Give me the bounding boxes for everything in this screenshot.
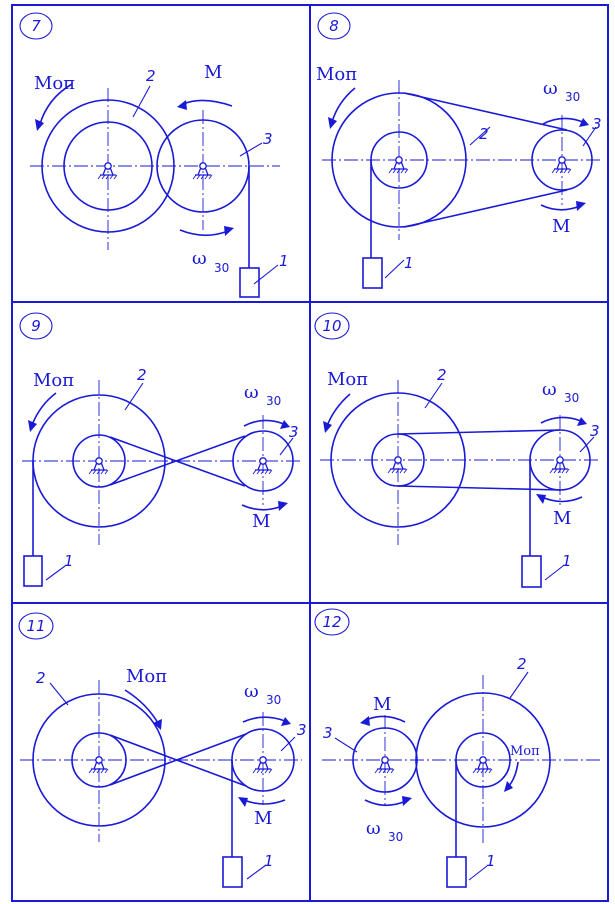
label-2: 2 — [146, 67, 156, 85]
label-1: 1 — [404, 254, 414, 272]
wheel-2-outer — [330, 392, 466, 528]
label-omega-sub: 30 — [266, 693, 281, 707]
bearing-icon — [88, 756, 109, 774]
wheel-2-outer — [41, 99, 175, 233]
label-m: M — [254, 808, 272, 829]
bearing-icon — [387, 456, 408, 474]
panel-number-badge — [314, 312, 350, 340]
belt-top — [397, 429, 561, 435]
load-1 — [521, 555, 542, 588]
label-omega: ω — [366, 818, 381, 839]
label-3: 3 — [297, 721, 307, 739]
label-2: 2 — [137, 366, 147, 384]
label-3: 3 — [592, 115, 602, 133]
label-1: 1 — [486, 852, 496, 870]
panel-number: 11 — [26, 617, 45, 635]
label-omega-sub: 30 — [214, 261, 229, 275]
sheet-frame — [11, 4, 609, 902]
label-m-op: Mоп — [34, 73, 75, 94]
panel-number: 10 — [322, 317, 341, 335]
load-1 — [362, 257, 383, 289]
label-omega-sub: 30 — [564, 391, 579, 405]
panel-12: 12 Mоп M ω 30 2 3 1 — [314, 608, 600, 888]
label-2: 2 — [517, 655, 527, 673]
bearing-icon — [192, 162, 213, 180]
label-3: 3 — [323, 724, 333, 742]
label-m: M — [252, 511, 270, 532]
label-omega: ω — [192, 248, 207, 269]
panel-number: 12 — [322, 613, 341, 631]
wheel-3 — [531, 129, 593, 191]
bearing-icon — [88, 457, 109, 475]
bearing-icon — [472, 756, 493, 774]
label-omega: ω — [542, 379, 557, 400]
load-1 — [222, 856, 243, 888]
label-omega: ω — [543, 78, 558, 99]
wheel-3 — [232, 430, 294, 492]
bearing-icon — [97, 162, 118, 180]
load-1 — [239, 267, 260, 298]
panel-8: 8 Mоп M ω 30 2 3 1 — [316, 12, 602, 289]
panel-10: 10 Mоп M ω 30 2 3 1 — [314, 312, 600, 588]
panel-number-badge — [314, 608, 350, 636]
wheel-2-inner — [72, 434, 126, 488]
bearing-icon — [374, 756, 395, 774]
label-2: 2 — [36, 669, 46, 687]
label-m-op: Mоп — [510, 744, 540, 759]
belt-bottom — [397, 485, 561, 491]
bearing-icon — [549, 456, 570, 474]
label-omega-sub: 30 — [565, 90, 580, 104]
panel-number: 8 — [329, 17, 339, 35]
bearing-icon — [551, 156, 572, 174]
wheel-2-outer — [331, 92, 467, 228]
bearing-icon — [252, 457, 273, 475]
panel-11: 11 Mоп M ω 30 2 3 1 — [18, 612, 307, 888]
label-m-op: Mоп — [327, 369, 368, 390]
label-1: 1 — [562, 552, 572, 570]
label-2: 2 — [479, 125, 489, 143]
label-m: M — [552, 216, 570, 237]
label-3: 3 — [590, 422, 600, 440]
label-m-op: Mоп — [33, 370, 74, 391]
label-2: 2 — [437, 366, 447, 384]
load-1 — [23, 555, 43, 587]
panel-number-badge — [317, 12, 351, 40]
panel-9: 9 Mоп M ω 30 2 3 1 — [19, 312, 300, 587]
label-1: 1 — [64, 552, 74, 570]
label-m: M — [373, 694, 391, 715]
label-omega-sub: 30 — [388, 830, 403, 844]
bearing-icon — [252, 756, 273, 774]
label-omega: ω — [244, 382, 259, 403]
label-3: 3 — [263, 130, 273, 148]
panel-number-badge — [19, 12, 53, 40]
label-m-op: Mоп — [126, 666, 167, 687]
label-m: M — [553, 508, 571, 529]
wheel-2-outer — [32, 693, 166, 827]
panel-7: 7 Mоп M ω 30 2 3 1 — [19, 12, 289, 298]
belt-cross-a — [109, 436, 246, 487]
panel-number: 9 — [31, 317, 41, 335]
wheel-2-outer — [415, 692, 551, 828]
panel-number-badge — [19, 312, 53, 340]
wheel-2-inner — [71, 732, 127, 788]
label-omega: ω — [244, 681, 259, 702]
panel-number: 7 — [31, 17, 41, 35]
label-3: 3 — [289, 423, 299, 441]
bearing-icon — [388, 156, 409, 174]
label-1: 1 — [279, 252, 289, 270]
panel-number-badge — [18, 612, 54, 640]
label-omega-sub: 30 — [266, 394, 281, 408]
belt-cross-a — [109, 734, 247, 787]
belt-bottom — [403, 189, 568, 228]
belt-top — [403, 92, 568, 131]
wheel-3 — [352, 727, 418, 793]
label-1: 1 — [264, 852, 274, 870]
label-m: M — [204, 62, 222, 83]
label-m-op: Mоп — [316, 64, 357, 85]
wheel-2-inner — [63, 121, 153, 211]
belt-cross-b — [109, 435, 246, 486]
load-1 — [446, 856, 467, 888]
belt-cross-b — [109, 733, 247, 786]
